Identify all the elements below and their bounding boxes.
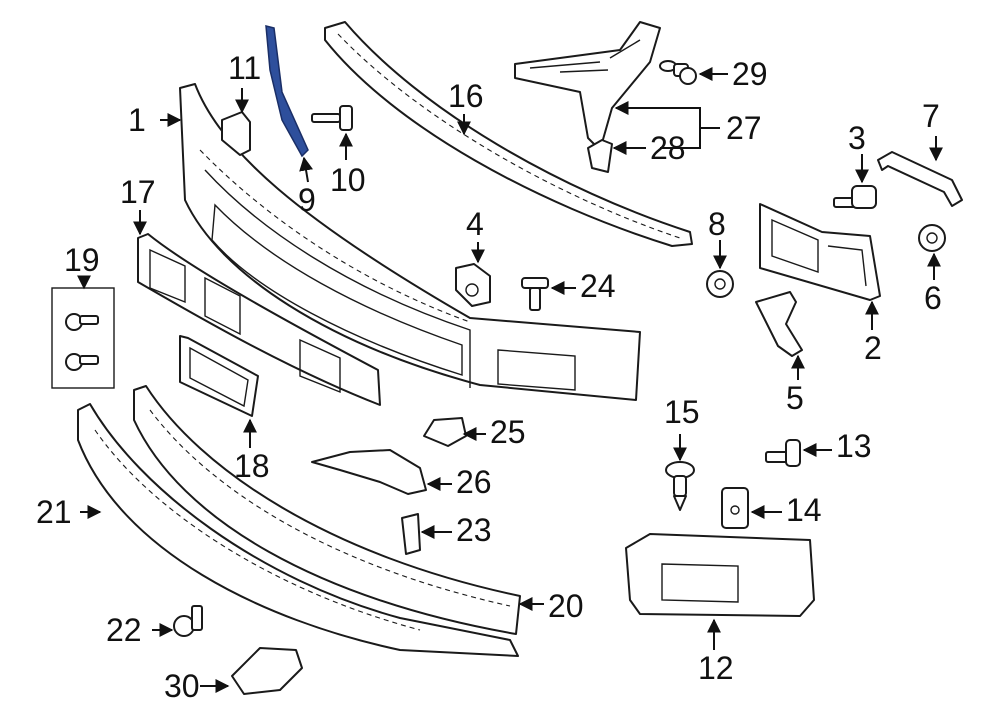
part-30-clip[interactable] — [231, 647, 303, 695]
part-25-bracket[interactable] — [423, 417, 467, 447]
callout-7: 7 — [922, 98, 940, 134]
leader-9 — [299, 156, 313, 183]
part-15-push-pin[interactable] — [665, 461, 695, 511]
callout-20: 20 — [548, 588, 584, 624]
callout-30: 30 — [164, 668, 200, 704]
callout-22: 22 — [106, 612, 142, 648]
callout-11: 11 — [228, 50, 262, 86]
part-6-nut[interactable] — [918, 224, 946, 252]
callout-28: 28 — [650, 130, 686, 166]
callout-15: 15 — [664, 394, 700, 430]
leader-lines — [77, 67, 943, 693]
part-20-lower-trim[interactable] — [133, 385, 521, 635]
part-27-bracket-assembly[interactable] — [514, 21, 661, 151]
callout-8: 8 — [708, 206, 726, 242]
part-3-bolt[interactable] — [833, 185, 877, 209]
callout-24: 24 — [580, 268, 616, 304]
leader-27 — [616, 107, 720, 149]
part-24-bolt[interactable] — [521, 277, 549, 311]
part-21-lower-valance[interactable] — [77, 403, 519, 657]
callout-25: 25 — [490, 414, 526, 450]
callout-14: 14 — [786, 492, 822, 528]
part-18-license-bracket[interactable] — [179, 335, 259, 417]
part-8-nut[interactable] — [706, 270, 734, 298]
callout-19: 19 — [64, 242, 100, 278]
callout-13: 13 — [836, 428, 872, 464]
callout-27: 27 — [726, 110, 762, 146]
callout-26: 26 — [456, 464, 492, 500]
part-19-bolt-set[interactable] — [51, 287, 115, 389]
part-16-upper-reinforcement[interactable] — [324, 21, 693, 247]
part-13-bolt[interactable] — [765, 439, 801, 467]
callout-3: 3 — [848, 120, 866, 156]
part-2-side-bracket[interactable] — [759, 203, 881, 301]
callout-12: 12 — [698, 650, 734, 686]
callout-4: 4 — [466, 206, 484, 242]
part-29-push-pin[interactable] — [659, 60, 697, 85]
part-5-clip-bracket[interactable] — [755, 291, 803, 357]
part-4-clip[interactable] — [455, 263, 491, 307]
callout-16: 16 — [448, 78, 484, 114]
part-23-clip[interactable] — [401, 513, 421, 555]
callout-21: 21 — [36, 494, 72, 530]
part-26-shield[interactable] — [311, 449, 427, 495]
part-28-clip[interactable] — [587, 139, 613, 173]
part-10-bolt[interactable] — [311, 105, 353, 131]
part-12-end-cap[interactable] — [625, 533, 815, 617]
part-9-highlighted-bracket[interactable] — [265, 25, 309, 158]
part-14-clip[interactable] — [721, 487, 749, 529]
callout-10: 10 — [330, 162, 366, 198]
callout-18: 18 — [234, 448, 270, 484]
callout-17: 17 — [120, 174, 156, 210]
callout-29: 29 — [732, 56, 768, 92]
part-7-support-rod[interactable] — [877, 151, 963, 207]
callout-23: 23 — [456, 512, 492, 548]
callout-9: 9 — [298, 182, 316, 218]
part-22-bolt[interactable] — [173, 605, 203, 637]
callout-5: 5 — [786, 380, 804, 416]
part-17-energy-absorber[interactable] — [137, 233, 381, 406]
callout-6: 6 — [924, 280, 942, 316]
callout-2: 2 — [864, 330, 882, 366]
callout-1: 1 — [128, 102, 146, 138]
